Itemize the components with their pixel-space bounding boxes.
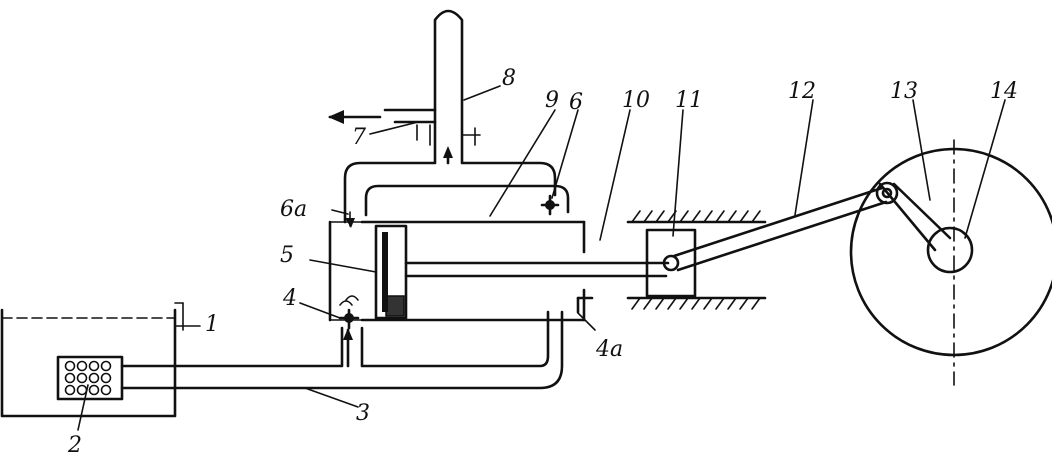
outlet-pipe <box>328 108 481 146</box>
label-5: 5 <box>280 243 294 268</box>
label-3: 3 <box>356 401 370 426</box>
label-12: 12 <box>788 79 816 104</box>
valve-4a-marker <box>576 296 594 314</box>
label-11: 11 <box>675 88 703 113</box>
label-6a: 6a <box>280 197 307 222</box>
piston-rod <box>404 261 670 278</box>
label-4: 4 <box>282 286 297 311</box>
piston <box>374 224 408 320</box>
outlet-arrow-icon <box>328 110 344 124</box>
suction-flow-arrow-icon <box>343 328 353 340</box>
label-2: 2 <box>67 433 82 454</box>
label-14: 14 <box>990 79 1018 104</box>
label-6: 6 <box>569 90 583 115</box>
suction-pipe <box>120 310 564 390</box>
suction-valve <box>338 295 360 330</box>
crosshead-guides <box>626 210 767 310</box>
discharge-flow-arrow-icon <box>443 146 453 158</box>
valve-6a-marker <box>345 211 355 228</box>
label-9: 9 <box>545 88 559 113</box>
label-8: 8 <box>502 66 516 91</box>
discharge-manifold <box>343 9 570 224</box>
leader-lines <box>77 85 1006 431</box>
flywheel <box>849 139 1052 386</box>
label-1: 1 <box>205 312 219 337</box>
discharge-valve <box>540 194 560 216</box>
suction-strainer <box>56 355 124 401</box>
label-7: 7 <box>352 125 366 150</box>
connecting-rod <box>672 186 888 272</box>
crank-arm <box>875 181 952 252</box>
label-10: 10 <box>622 88 650 113</box>
label-13: 13 <box>890 79 918 104</box>
label-4a: 4a <box>595 337 623 362</box>
crosshead <box>645 228 697 298</box>
